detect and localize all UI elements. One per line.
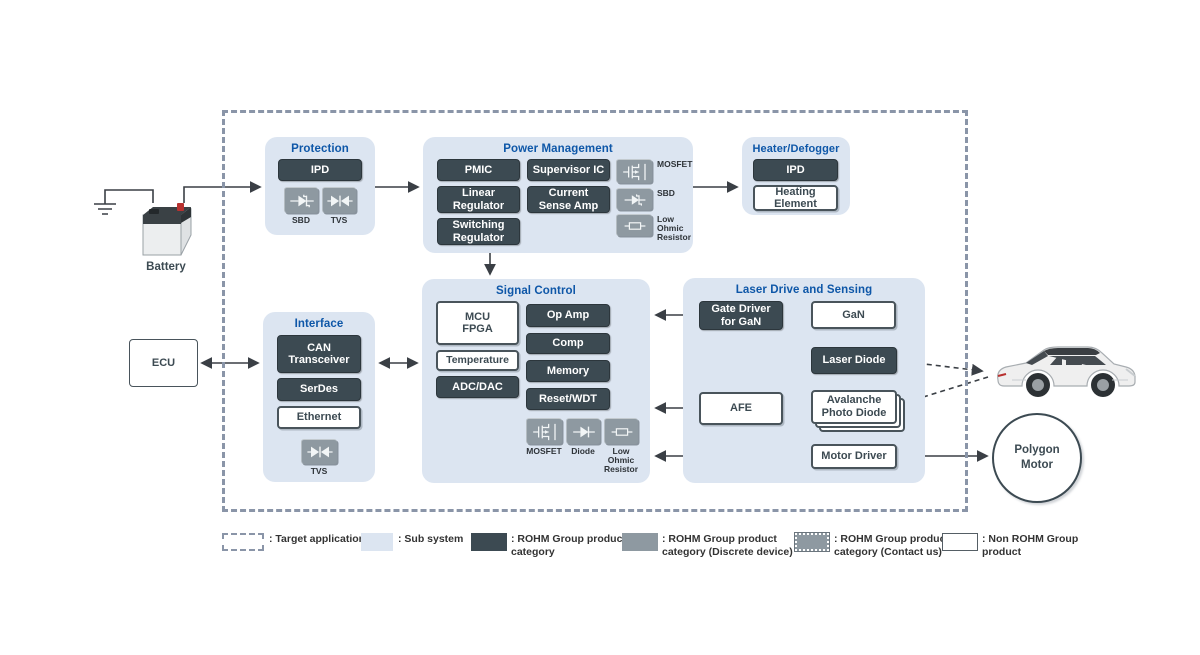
- panel-title-protection: Protection: [291, 143, 349, 155]
- legend-swatch-target-application: [222, 533, 264, 551]
- panel-interface: Interface CAN Transceiver SerDes Etherne…: [263, 312, 375, 482]
- polygon-motor-circle: Polygon Motor: [992, 413, 1082, 503]
- mosfet-icon-label: MOSFET: [657, 159, 693, 169]
- mosfet-icon-label: MOSFET: [526, 446, 562, 456]
- battery-illustration: [142, 203, 192, 256]
- afe-box: AFE: [699, 392, 783, 425]
- avalanche-photo-diode-label: Avalanche Photo Diode: [811, 390, 897, 424]
- panel-heater-defogger: Heater/Defogger IPD Heating Element: [742, 137, 850, 215]
- gate-driver-gan-box: Gate Driver for GaN: [699, 301, 783, 330]
- legend-swatch-discrete-device: [622, 533, 658, 551]
- sbd-icon: [284, 187, 318, 213]
- panel-laser-drive-sensing: Laser Drive and Sensing Gate Driver for …: [683, 278, 925, 483]
- panel-title-heater: Heater/Defogger: [752, 143, 840, 155]
- diode-icon: [566, 418, 600, 444]
- tvs-icon: [301, 439, 337, 464]
- tvs-icon-label: TVS: [330, 215, 348, 225]
- low-ohmic-resistor-icon-group: Low Ohmic Resistor: [604, 418, 638, 474]
- pmic-box: PMIC: [437, 159, 520, 181]
- panel-power-management: Power Management PMIC Supervisor IC Line…: [423, 137, 693, 253]
- low-ohmic-resistor-icon: [604, 418, 638, 444]
- sbd-icon: [616, 188, 652, 210]
- wire-ground-battery: [104, 189, 154, 204]
- current-sense-amp-box: Current Sense Amp: [527, 186, 610, 213]
- comp-box: Comp: [526, 333, 610, 354]
- serdes-box: SerDes: [277, 378, 361, 401]
- adc-dac-box: ADC/DAC: [436, 376, 519, 398]
- op-amp-box: Op Amp: [526, 304, 610, 327]
- legend-swatch-rohm-product: [471, 533, 507, 551]
- panel-signal-control: Signal Control MCU FPGA Temperature ADC/…: [422, 279, 650, 483]
- heating-element-box: Heating Element: [753, 185, 838, 211]
- mosfet-icon-group: MOSFET: [616, 159, 692, 183]
- legend-label-non-rohm: : Non ROHM Group product: [982, 533, 1079, 559]
- low-ohmic-resistor-icon: [616, 214, 652, 236]
- temperature-box: Temperature: [436, 350, 519, 371]
- can-transceiver-box: CAN Transceiver: [277, 335, 361, 373]
- tvs-icon-group: TVS: [301, 439, 337, 476]
- legend-label-contact-us: : ROHM Group product category (Contact u…: [834, 533, 949, 559]
- panel-title-interface: Interface: [294, 318, 344, 330]
- car-illustration: [997, 346, 1136, 397]
- low-ohmic-resistor-icon-group: Low Ohmic Resistor: [616, 214, 691, 242]
- panel-title-power: Power Management: [503, 143, 613, 155]
- legend-label-target-application: : Target application: [269, 533, 366, 545]
- low-ohmic-resistor-icon-label: Low Ohmic Resistor: [657, 214, 692, 242]
- mosfet-icon-group: MOSFET: [526, 418, 562, 456]
- mcu-fpga-box: MCU FPGA: [436, 301, 519, 345]
- mosfet-icon: [526, 418, 562, 444]
- sbd-icon-group: SBD: [616, 188, 675, 210]
- legend-label-discrete-device: : ROHM Group product category (Discrete …: [662, 533, 793, 559]
- reset-wdt-box: Reset/WDT: [526, 388, 610, 410]
- ecu-box: ECU: [129, 339, 198, 387]
- legend-label-sub-system: : Sub system: [398, 533, 464, 545]
- arrow-battery-to-protection: [183, 181, 262, 203]
- linear-regulator-box: Linear Regulator: [437, 186, 520, 213]
- tvs-icon-label: TVS: [310, 466, 328, 476]
- gan-box: GaN: [811, 301, 896, 329]
- panel-title-laser: Laser Drive and Sensing: [735, 284, 873, 296]
- motor-driver-box: Motor Driver: [811, 444, 897, 469]
- ipd-box: IPD: [278, 159, 362, 181]
- ground-symbol: [94, 203, 116, 215]
- panel-protection: Protection IPD SBD TVS: [265, 137, 375, 235]
- tvs-icon-group: TVS: [322, 187, 356, 225]
- sbd-icon-label: SBD: [657, 188, 675, 198]
- legend-swatch-non-rohm: [942, 533, 978, 551]
- panel-title-signal: Signal Control: [496, 285, 576, 297]
- low-ohmic-resistor-icon-label: Low Ohmic Resistor: [604, 446, 639, 474]
- ipd-box: IPD: [753, 159, 838, 181]
- target-application-frame: [222, 110, 968, 512]
- memory-box: Memory: [526, 360, 610, 382]
- legend-swatch-contact-us: [794, 532, 830, 552]
- diode-icon-label: Diode: [571, 446, 595, 456]
- sbd-icon-label: SBD: [292, 215, 310, 225]
- legend-swatch-sub-system: [361, 533, 393, 551]
- laser-diode-box: Laser Diode: [811, 347, 897, 374]
- battery-label: Battery: [146, 261, 186, 273]
- sbd-icon-group: SBD: [284, 187, 318, 225]
- supervisor-ic-box: Supervisor IC: [527, 159, 610, 181]
- avalanche-photo-diode-box: Avalanche Photo Diode: [811, 390, 905, 432]
- ethernet-box: Ethernet: [277, 406, 361, 429]
- diode-icon-group: Diode: [566, 418, 600, 456]
- mosfet-icon: [616, 159, 652, 183]
- tvs-icon: [322, 187, 356, 213]
- legend-label-rohm-product: : ROHM Group product category: [511, 533, 626, 559]
- switching-regulator-box: Switching Regulator: [437, 218, 520, 245]
